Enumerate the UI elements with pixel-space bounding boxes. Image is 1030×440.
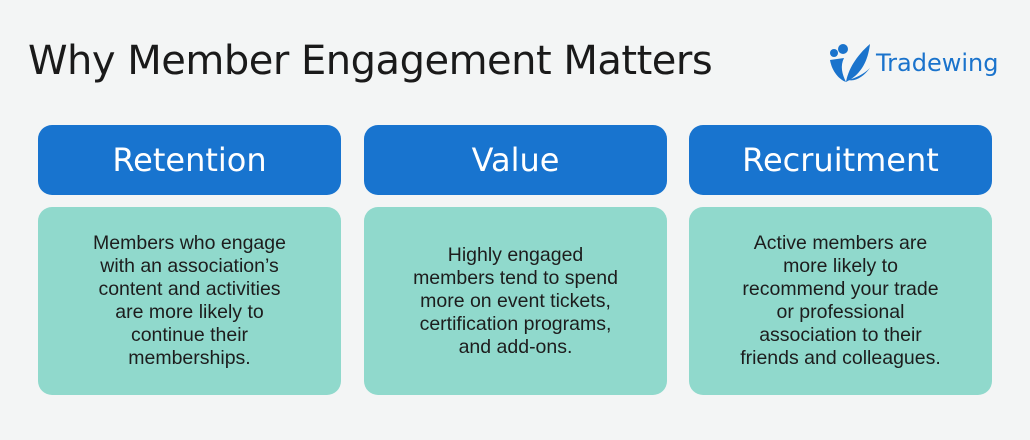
wing-people-icon [830,44,870,82]
column-body: Members who engage with an association’s… [38,207,341,395]
logo-text: Tradewing [876,49,999,77]
tradewing-logo: Tradewing [826,40,998,86]
column-heading: Value [364,125,667,195]
column-body: Active members are more likely to recomm… [689,207,992,395]
column-value: Value Highly engaged members tend to spe… [364,125,667,395]
column-recruitment: Recruitment Active members are more like… [689,125,992,395]
page-title: Why Member Engagement Matters [28,38,713,84]
column-heading: Recruitment [689,125,992,195]
column-heading: Retention [38,125,341,195]
column-body: Highly engaged members tend to spend mor… [364,207,667,395]
column-retention: Retention Members who engage with an ass… [38,125,341,395]
